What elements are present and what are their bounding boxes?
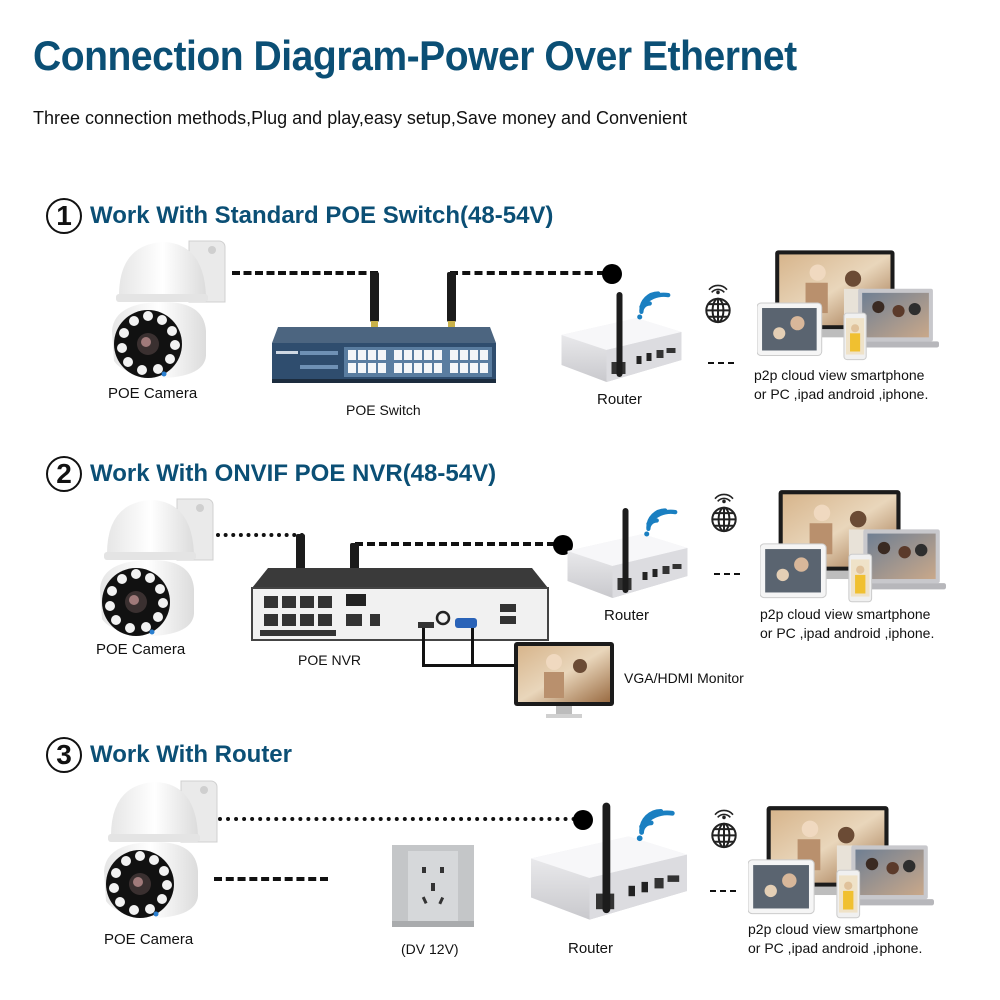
power-outlet-icon [392, 845, 474, 927]
section-1-heading: 1 Work With Standard POE Switch(48-54V) [46, 198, 553, 234]
step-number-badge: 3 [46, 737, 82, 773]
wifi-icon [640, 497, 682, 539]
page-title: Connection Diagram-Power Over Ethernet [33, 32, 797, 79]
connection-line [218, 817, 576, 821]
section-title: Work With Standard POE Switch(48-54V) [90, 202, 554, 229]
globe-antenna-icon [706, 808, 742, 852]
p2p-line-2: or PC ,ipad android ,iphone. [754, 386, 929, 402]
p2p-description: p2p cloud view smartphone or PC ,ipad an… [754, 366, 928, 404]
devices-collage-icon [760, 490, 946, 604]
ptz-camera-icon [92, 494, 222, 644]
monitor-icon [514, 642, 614, 722]
step-number-badge: 1 [46, 198, 82, 234]
switch-label: POE Switch [346, 402, 421, 418]
p2p-description: p2p cloud view smartphone or PC ,ipad an… [748, 920, 922, 958]
connection-line [232, 271, 378, 275]
router-label: Router [604, 607, 650, 624]
connection-line [708, 362, 734, 364]
globe-antenna-icon [706, 492, 742, 536]
section-3-heading: 3 Work With Router [46, 737, 292, 773]
video-cable [422, 664, 514, 667]
nvr-icon [251, 568, 549, 641]
devices-collage-icon [757, 250, 939, 362]
power-label: (DV 12V) [401, 941, 459, 957]
ethernet-cable [370, 272, 379, 328]
connection-endpoint [573, 810, 593, 830]
devices-collage-icon [748, 806, 934, 920]
ptz-camera-icon [104, 236, 234, 386]
globe-antenna-icon [700, 283, 736, 327]
router-label: Router [568, 940, 614, 957]
p2p-line-1: p2p cloud view smartphone [760, 606, 931, 622]
section-title: Work With Router [90, 741, 292, 768]
page-subtitle: Three connection methods,Plug and play,e… [33, 108, 688, 128]
camera-label: POE Camera [96, 641, 186, 658]
section-title: Work With ONVIF POE NVR(48-54V) [90, 460, 497, 487]
section-2-heading: 2 Work With ONVIF POE NVR(48-54V) [46, 456, 496, 492]
step-number-badge: 2 [46, 456, 82, 492]
hdmi-cable [422, 628, 425, 666]
p2p-line-2: or PC ,ipad android ,iphone. [760, 625, 935, 641]
p2p-description: p2p cloud view smartphone or PC ,ipad an… [760, 605, 934, 643]
connection-line [216, 533, 304, 537]
connection-line [355, 542, 555, 546]
p2p-line-2: or PC ,ipad android ,iphone. [748, 940, 923, 956]
ethernet-cable [447, 272, 456, 328]
vga-cable [471, 628, 474, 666]
p2p-line-1: p2p cloud view smartphone [754, 367, 925, 383]
camera-label: POE Camera [108, 385, 198, 402]
wifi-icon [632, 796, 680, 844]
camera-label: POE Camera [104, 931, 194, 948]
router-label: Router [597, 391, 643, 408]
connection-line [450, 271, 605, 275]
ptz-camera-icon [96, 776, 226, 926]
power-line [214, 877, 328, 881]
connection-line [710, 890, 736, 892]
wifi-icon [633, 280, 675, 322]
monitor-label: VGA/HDMI Monitor [624, 670, 744, 686]
poe-switch-icon [272, 327, 496, 383]
nvr-label: POE NVR [298, 652, 362, 668]
connection-line [714, 573, 740, 575]
connection-endpoint [602, 264, 622, 284]
p2p-line-1: p2p cloud view smartphone [748, 921, 919, 937]
connection-endpoint [553, 535, 573, 555]
